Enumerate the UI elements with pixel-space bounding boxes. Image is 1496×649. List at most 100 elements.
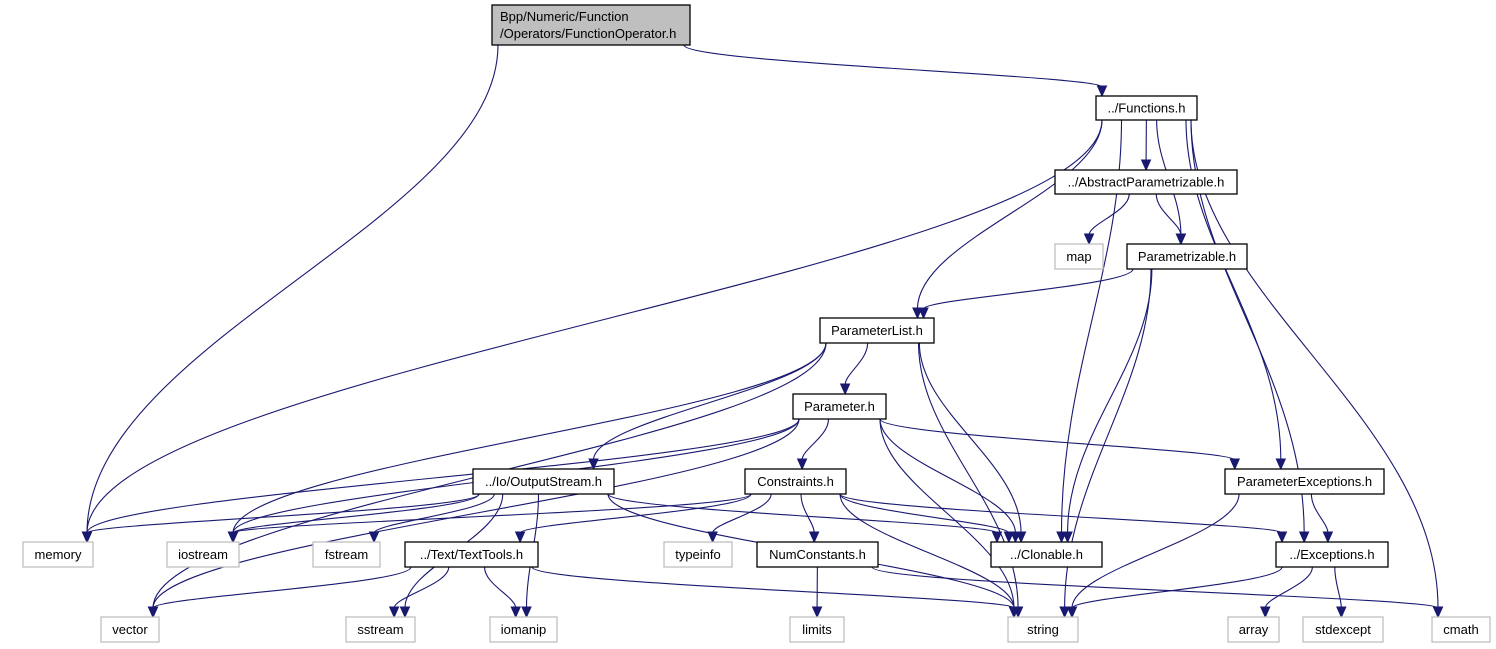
- edge-abstractparam-to-map: [1088, 193, 1130, 236]
- arrowhead-constraints-to-texttools: [514, 531, 526, 544]
- edge-texttools-to-sstream: [393, 566, 450, 609]
- arrowhead-parameter-to-paramexceptions: [1229, 458, 1241, 471]
- arrowhead-texttools-to-iomanip: [510, 606, 521, 619]
- arrowhead-paramlist-to-parameter: [839, 383, 851, 396]
- node-label-memory: memory: [35, 547, 82, 562]
- arrowhead-exceptions-to-string: [1066, 606, 1078, 619]
- node-cmath: cmath: [1431, 616, 1491, 643]
- edge-outputstream-to-iostream: [232, 493, 480, 534]
- node-box-constraints[interactable]: [744, 468, 847, 495]
- arrowhead-parameter-to-clonable: [1010, 531, 1021, 544]
- node-constraints[interactable]: Constraints.h: [744, 468, 847, 495]
- node-label-array: array: [1239, 622, 1269, 637]
- edge-outputstream-to-fstream: [373, 493, 495, 534]
- node-box-parameter[interactable]: [792, 393, 887, 420]
- node-array: array: [1227, 616, 1280, 643]
- node-label-root: /Operators/FunctionOperator.h: [500, 26, 676, 41]
- edge-constraints-to-iostream: [232, 493, 752, 534]
- edge-constraints-to-exceptions: [839, 493, 1283, 534]
- node-abstractparam[interactable]: ../AbstractParametrizable.h: [1054, 169, 1238, 195]
- edge-outputstream-to-memory: [86, 493, 480, 534]
- edge-texttools-to-iomanip: [483, 566, 517, 609]
- edge-functions-to-paramexceptions: [1185, 119, 1282, 461]
- arrowhead-constraints-to-iostream: [227, 531, 239, 544]
- node-label-root: Bpp/Numeric/Function: [500, 9, 629, 24]
- arrowhead-outputstream-to-fstream: [368, 531, 380, 544]
- node-paramexceptions[interactable]: ParameterExceptions.h: [1224, 468, 1385, 495]
- node-label-outputstream: ../Io/OutputStream.h: [485, 474, 602, 489]
- node-limits: limits: [789, 616, 845, 643]
- arrowhead-parametrizable-to-string: [1059, 606, 1070, 619]
- edge-parameter-to-constraints: [801, 418, 830, 461]
- arrowhead-paramexceptions-to-exceptions: [1322, 531, 1334, 544]
- node-box-cmath: [1431, 616, 1491, 643]
- arrowhead-parametrizable-to-clonable: [1062, 531, 1073, 544]
- edge-parameter-to-memory: [86, 418, 800, 534]
- node-box-numconstants[interactable]: [756, 541, 879, 568]
- node-box-iostream: [166, 541, 240, 568]
- edge-parameter-to-vector: [152, 418, 800, 609]
- edge-functions-to-paramlist: [916, 119, 1103, 310]
- edge-root-to-functions: [683, 44, 1103, 88]
- node-box-exceptions[interactable]: [1275, 541, 1389, 568]
- node-box-clonable[interactable]: [990, 541, 1103, 568]
- node-numconstants[interactable]: NumConstants.h: [756, 541, 879, 568]
- node-box-texttools[interactable]: [404, 541, 539, 568]
- node-paramlist[interactable]: ParameterList.h: [819, 317, 935, 344]
- node-box-map: [1054, 243, 1104, 270]
- node-iostream: iostream: [166, 541, 240, 568]
- node-functions[interactable]: ../Functions.h: [1095, 95, 1198, 121]
- edge-functions-to-memory: [86, 119, 1103, 534]
- node-box-vector: [100, 616, 160, 643]
- node-label-stdexcept: stdexcept: [1315, 622, 1371, 637]
- edge-paramlist-to-parameter: [844, 342, 869, 386]
- node-box-paramexceptions[interactable]: [1224, 468, 1385, 495]
- node-stdexcept: stdexcept: [1302, 616, 1384, 643]
- node-box-root[interactable]: [491, 4, 691, 46]
- node-box-paramlist[interactable]: [819, 317, 935, 344]
- edge-constraints-to-string: [839, 493, 1015, 609]
- node-label-functions: ../Functions.h: [1107, 101, 1185, 116]
- node-label-iomanip: iomanip: [501, 622, 547, 637]
- node-vector: vector: [100, 616, 160, 643]
- node-box-outputstream[interactable]: [472, 468, 615, 495]
- node-box-fstream: [312, 541, 381, 568]
- node-clonable[interactable]: ../Clonable.h: [990, 541, 1103, 568]
- node-parametrizable[interactable]: Parametrizable.h: [1126, 243, 1248, 270]
- node-string: string: [1007, 616, 1079, 643]
- node-label-abstractparam: ../AbstractParametrizable.h: [1068, 175, 1225, 190]
- edge-exceptions-to-stdexcept: [1334, 566, 1342, 609]
- node-root[interactable]: Bpp/Numeric/Function/Operators/FunctionO…: [491, 4, 691, 46]
- node-label-typeinfo: typeinfo: [675, 547, 721, 562]
- node-parameter[interactable]: Parameter.h: [792, 393, 887, 420]
- edge-paramlist-to-outputstream: [592, 342, 827, 461]
- node-label-vector: vector: [112, 622, 148, 637]
- node-box-array: [1227, 616, 1280, 643]
- arrowhead-outputstream-to-iomanip: [521, 606, 532, 619]
- edges-layer: [81, 44, 1444, 619]
- arrowhead-numconstants-to-cmath: [1432, 606, 1444, 619]
- edge-root-to-memory: [86, 44, 499, 534]
- arrowhead-texttools-to-string: [1008, 606, 1020, 619]
- node-box-functions[interactable]: [1095, 95, 1198, 121]
- edge-abstractparam-to-parametrizable: [1155, 193, 1182, 236]
- edge-exceptions-to-string: [1071, 566, 1283, 609]
- nodes-layer: Bpp/Numeric/Function/Operators/FunctionO…: [22, 4, 1491, 643]
- node-box-abstractparam[interactable]: [1054, 169, 1238, 195]
- node-fstream: fstream: [312, 541, 381, 568]
- node-label-cmath: cmath: [1443, 622, 1478, 637]
- arrowhead-constraints-to-exceptions: [1276, 531, 1288, 544]
- edge-numconstants-to-cmath: [871, 566, 1439, 609]
- node-outputstream[interactable]: ../Io/OutputStream.h: [472, 468, 615, 495]
- node-iomanip: iomanip: [489, 616, 558, 643]
- node-label-numconstants: NumConstants.h: [769, 547, 866, 562]
- node-box-string: [1007, 616, 1079, 643]
- node-label-sstream: sstream: [357, 622, 403, 637]
- node-texttools[interactable]: ../Text/TextTools.h: [404, 541, 539, 568]
- arrowhead-functions-to-abstractparam: [1140, 159, 1152, 172]
- edge-parameter-to-paramexceptions: [879, 418, 1236, 461]
- node-typeinfo: typeinfo: [663, 541, 733, 568]
- node-exceptions[interactable]: ../Exceptions.h: [1275, 541, 1389, 568]
- node-box-parametrizable[interactable]: [1126, 243, 1248, 270]
